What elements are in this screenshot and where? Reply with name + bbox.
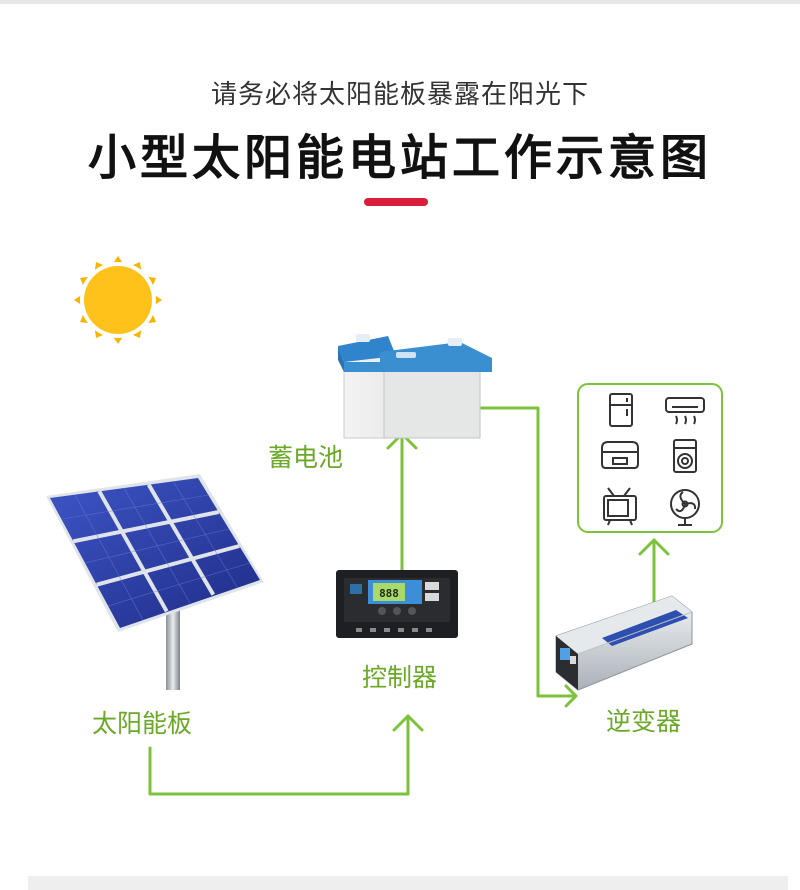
washing-machine-icon	[673, 439, 697, 473]
arrow-head-appliances	[638, 538, 670, 556]
refrigerator-icon	[609, 393, 633, 427]
arrow-head-inverter	[564, 684, 578, 708]
flow-panel-to-controller	[148, 714, 410, 796]
title-accent-bar	[364, 198, 428, 206]
page-subtitle: 请务必将太阳能板暴露在阳光下	[210, 80, 589, 110]
flow-battery-to-inverter	[478, 406, 576, 698]
battery-icon	[338, 334, 492, 439]
bottom-bar	[28, 876, 788, 890]
air-conditioner-icon	[665, 397, 705, 425]
arrow-head-controller	[392, 714, 424, 732]
page-title: 小型太阳能电站工作示意图	[87, 130, 712, 186]
appliances-box	[577, 383, 723, 533]
inverter-icon	[555, 595, 693, 691]
label-controller: 控制器	[362, 663, 438, 692]
controller-icon: 888	[336, 570, 458, 638]
top-strip	[0, 0, 800, 4]
flow-lines	[148, 406, 670, 796]
controller-display-digits: 888	[379, 587, 399, 600]
solar-panel-icon	[46, 474, 264, 690]
rice-cooker-icon	[601, 441, 639, 469]
sun-icon	[74, 256, 162, 344]
television-icon	[603, 487, 637, 526]
label-solar-panel: 太阳能板	[92, 709, 193, 738]
label-battery: 蓄电池	[268, 443, 344, 472]
label-inverter: 逆变器	[606, 707, 682, 736]
fan-icon	[670, 489, 700, 526]
